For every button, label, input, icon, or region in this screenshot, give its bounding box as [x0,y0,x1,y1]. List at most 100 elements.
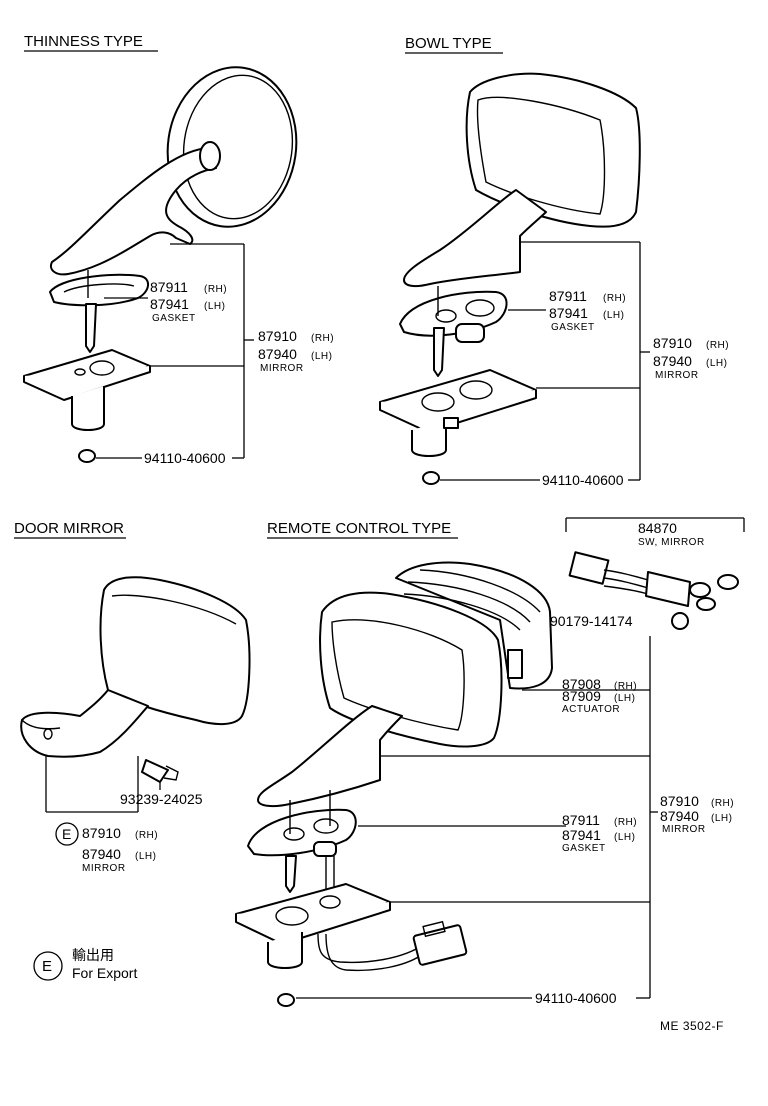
actuator-rh-number: 87908 [562,676,601,692]
thinness-mirror-drawing [23,66,298,463]
export-mark-letter: E [62,826,71,842]
thinness-gasket [49,273,149,307]
section-title-remote: REMOTE CONTROL TYPE [267,520,458,539]
svg-text:(LH): (LH) [711,813,732,824]
bowl-mirror-drawing [379,72,641,485]
title-door-mirror: DOOR MIRROR [14,520,124,537]
thinness-gasket-rh-number: 87911 [150,279,188,295]
thinness-gasket-label: GASKET [152,313,196,324]
door-mirror-rh-number: 87910 [82,825,121,841]
bowl-nut-number: 94110-40600 [542,472,624,488]
svg-text:(LH): (LH) [614,693,635,704]
svg-text:(RH): (RH) [311,333,334,344]
title-thinness-type: THINNESS TYPE [24,33,143,50]
svg-text:(RH): (RH) [135,830,158,841]
thinness-arm [50,147,217,276]
switch-clip [671,612,689,630]
door-mirror-head [99,576,251,726]
remote-screw [285,855,297,893]
legend-japanese: 輸出用 [72,947,114,963]
bowl-mirror-label: MIRROR [655,370,699,381]
thinness-mirror-rh-number: 87910 [258,328,297,344]
legend-export-letter: E [42,958,52,975]
svg-text:(LH): (LH) [603,310,624,321]
thinness-nut-number: 94110-40600 [144,450,226,466]
door-mirror-lh-number: 87940 [82,846,121,862]
title-bowl-type: BOWL TYPE [405,35,492,52]
section-title-door: DOOR MIRROR [14,520,126,539]
door-labels: 93239-24025 E 87910 (RH) 87940 (LH) MIRR… [55,791,203,874]
switch-knob [689,582,711,598]
drawing-code: ME 3502-F [660,1019,724,1033]
remote-gasket-label: GASKET [562,843,606,854]
svg-text:(LH): (LH) [706,358,727,369]
svg-text:(LH): (LH) [135,851,156,862]
bowl-arm [403,189,547,288]
bowl-leaders [440,241,650,481]
clip-number: 90179-14174 [550,613,633,629]
svg-text:(RH): (RH) [711,798,734,809]
legend-english: For Export [72,965,137,981]
thinness-boss [71,386,105,431]
remote-mirror-lh-number: 87940 [660,808,699,824]
title-remote-control-type: REMOTE CONTROL TYPE [267,520,451,537]
bowl-boss [411,420,447,457]
remote-mirror-drawing [235,561,553,1007]
remote-arm [257,705,403,808]
bowl-mirror-head [465,72,641,228]
remote-labels: 84870 SW, MIRROR 90179-14174 87908 (RH) … [535,520,734,1006]
bowl-gasket-rh-number: 87911 [549,288,587,304]
door-leaders [45,756,161,813]
remote-nut-number: 94110-40600 [535,990,617,1006]
thinness-labels: 87911 (RH) 87941 (LH) GASKET 87910 (RH) … [144,279,334,466]
switch-body [645,571,691,607]
svg-text:(LH): (LH) [204,301,225,312]
bowl-screw [433,327,445,377]
remote-actuator [507,649,523,679]
remote-gasket-lh-number: 87941 [562,827,601,843]
actuator-lh-number: 87909 [562,688,601,704]
bowl-mirror-rh-number: 87910 [653,335,692,351]
remote-gasket-rh-number: 87911 [562,812,600,828]
svg-text:(RH): (RH) [614,681,637,692]
bowl-nut [422,471,440,485]
mirror-switch-drawing [565,517,745,630]
bowl-gasket-lh-number: 87941 [549,305,588,321]
section-title-thinness: THINNESS TYPE [24,33,158,52]
thinness-gasket-lh-number: 87941 [150,296,189,312]
export-legend: E 輸出用 For Export [33,947,137,981]
legend-export-circle [33,951,63,981]
svg-text:(LH): (LH) [311,351,332,362]
switch-connector [568,551,610,585]
actuator-label: ACTUATOR [562,704,620,715]
switch-number: 84870 [638,520,677,536]
bowl-gasket-label: GASKET [551,322,595,333]
round-mirror-head [166,66,298,228]
remote-nut [277,993,295,1007]
export-mark-circle [55,822,79,846]
svg-text:(LH): (LH) [614,832,635,843]
thinness-mirror-label: MIRROR [260,363,304,374]
svg-text:(RH): (RH) [614,817,637,828]
thinness-nut [78,449,96,463]
switch-label: SW, MIRROR [638,537,705,548]
remote-mirror-head [319,591,503,748]
bowl-labels: 87911 (RH) 87941 (LH) GASKET 87910 (RH) … [542,288,729,488]
remote-leaders [296,636,658,999]
remote-connector [412,924,468,966]
door-mirror-drawing [20,576,251,783]
remote-boss [267,932,303,969]
bowl-mirror-lh-number: 87940 [653,353,692,369]
door-screw-number: 93239-24025 [120,791,203,807]
section-title-bowl: BOWL TYPE [405,35,503,54]
thinness-screw [85,303,97,353]
svg-text:(RH): (RH) [603,293,626,304]
remote-mirror-label: MIRROR [662,824,706,835]
remote-gasket [247,808,357,857]
thinness-mirror-lh-number: 87940 [258,346,297,362]
door-mirror-base [20,689,149,758]
remote-mirror-rh-number: 87910 [660,793,699,809]
svg-text:(RH): (RH) [204,284,227,295]
arm-pivot [199,141,221,171]
